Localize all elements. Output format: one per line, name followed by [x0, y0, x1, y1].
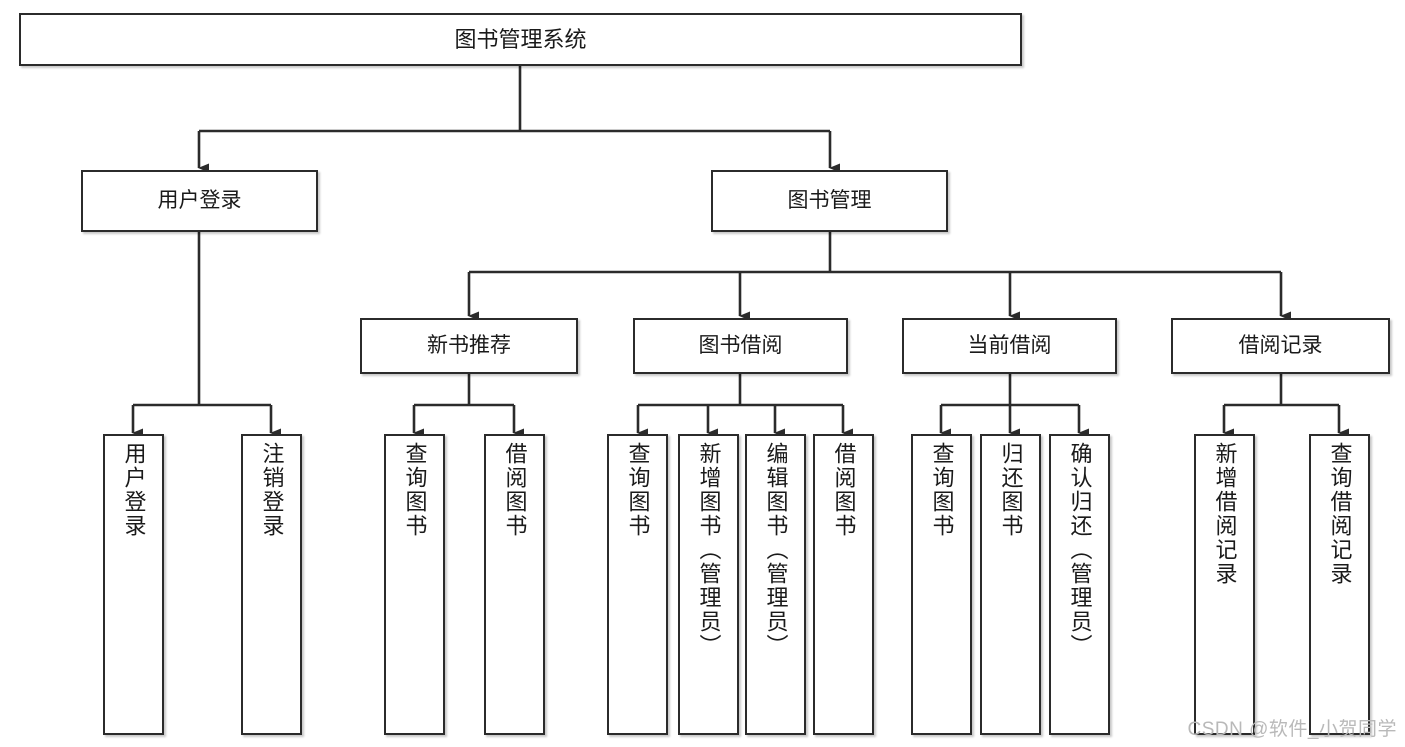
node-book-borrow-label: 图书借阅 [698, 333, 783, 357]
leaf-user-login[interactable]: 用户登录 [103, 434, 164, 735]
leaf-edit-book-label: 编辑图书（管理员） [763, 442, 789, 658]
leaf-query-record[interactable]: 查询借阅记录 [1309, 434, 1370, 735]
node-current-borrow-label: 当前借阅 [967, 333, 1052, 357]
leaf-logout-label: 注销登录 [259, 442, 285, 538]
node-borrow-record-label: 借阅记录 [1238, 333, 1323, 357]
watermark: CSDN @软件_小贺同学 [1187, 719, 1397, 740]
leaf-return-book-label: 归还图书 [998, 442, 1024, 538]
leaf-query-record-label: 查询借阅记录 [1327, 442, 1353, 586]
leaf-return-book[interactable]: 归还图书 [980, 434, 1041, 735]
leaf-add-book-label: 新增图书（管理员） [696, 442, 722, 658]
leaf-add-book[interactable]: 新增图书（管理员） [678, 434, 739, 735]
node-borrow-record[interactable]: 借阅记录 [1171, 318, 1390, 374]
leaf-query-book-3-label: 查询图书 [929, 442, 955, 538]
node-new-book-recommend[interactable]: 新书推荐 [360, 318, 578, 374]
leaf-query-book-2-label: 查询图书 [625, 442, 651, 538]
leaf-borrow-book-1-label: 借阅图书 [502, 442, 528, 538]
leaf-borrow-book-2-label: 借阅图书 [831, 442, 857, 538]
leaf-confirm-return-label: 确认归还（管理员） [1067, 442, 1093, 658]
node-book-borrow[interactable]: 图书借阅 [633, 318, 848, 374]
node-root[interactable]: 图书管理系统 [19, 13, 1022, 66]
node-book-manage-label: 图书管理 [787, 188, 872, 212]
leaf-add-record-label: 新增借阅记录 [1212, 442, 1238, 586]
leaf-logout[interactable]: 注销登录 [241, 434, 302, 735]
node-user-login[interactable]: 用户登录 [81, 170, 318, 232]
node-new-book-recommend-label: 新书推荐 [427, 333, 511, 357]
leaf-edit-book[interactable]: 编辑图书（管理员） [745, 434, 806, 735]
leaf-query-book-1-label: 查询图书 [402, 442, 428, 538]
node-root-label: 图书管理系统 [454, 26, 587, 52]
leaf-query-book-1[interactable]: 查询图书 [384, 434, 445, 735]
node-current-borrow[interactable]: 当前借阅 [902, 318, 1117, 374]
leaf-add-record[interactable]: 新增借阅记录 [1194, 434, 1255, 735]
node-user-login-label: 用户登录 [157, 188, 242, 212]
leaf-query-book-2[interactable]: 查询图书 [607, 434, 668, 735]
leaf-borrow-book-2[interactable]: 借阅图书 [813, 434, 874, 735]
node-book-manage[interactable]: 图书管理 [711, 170, 948, 232]
leaf-borrow-book-1[interactable]: 借阅图书 [484, 434, 545, 735]
leaf-query-book-3[interactable]: 查询图书 [911, 434, 972, 735]
leaf-confirm-return[interactable]: 确认归还（管理员） [1049, 434, 1110, 735]
leaf-user-login-label: 用户登录 [121, 442, 147, 538]
